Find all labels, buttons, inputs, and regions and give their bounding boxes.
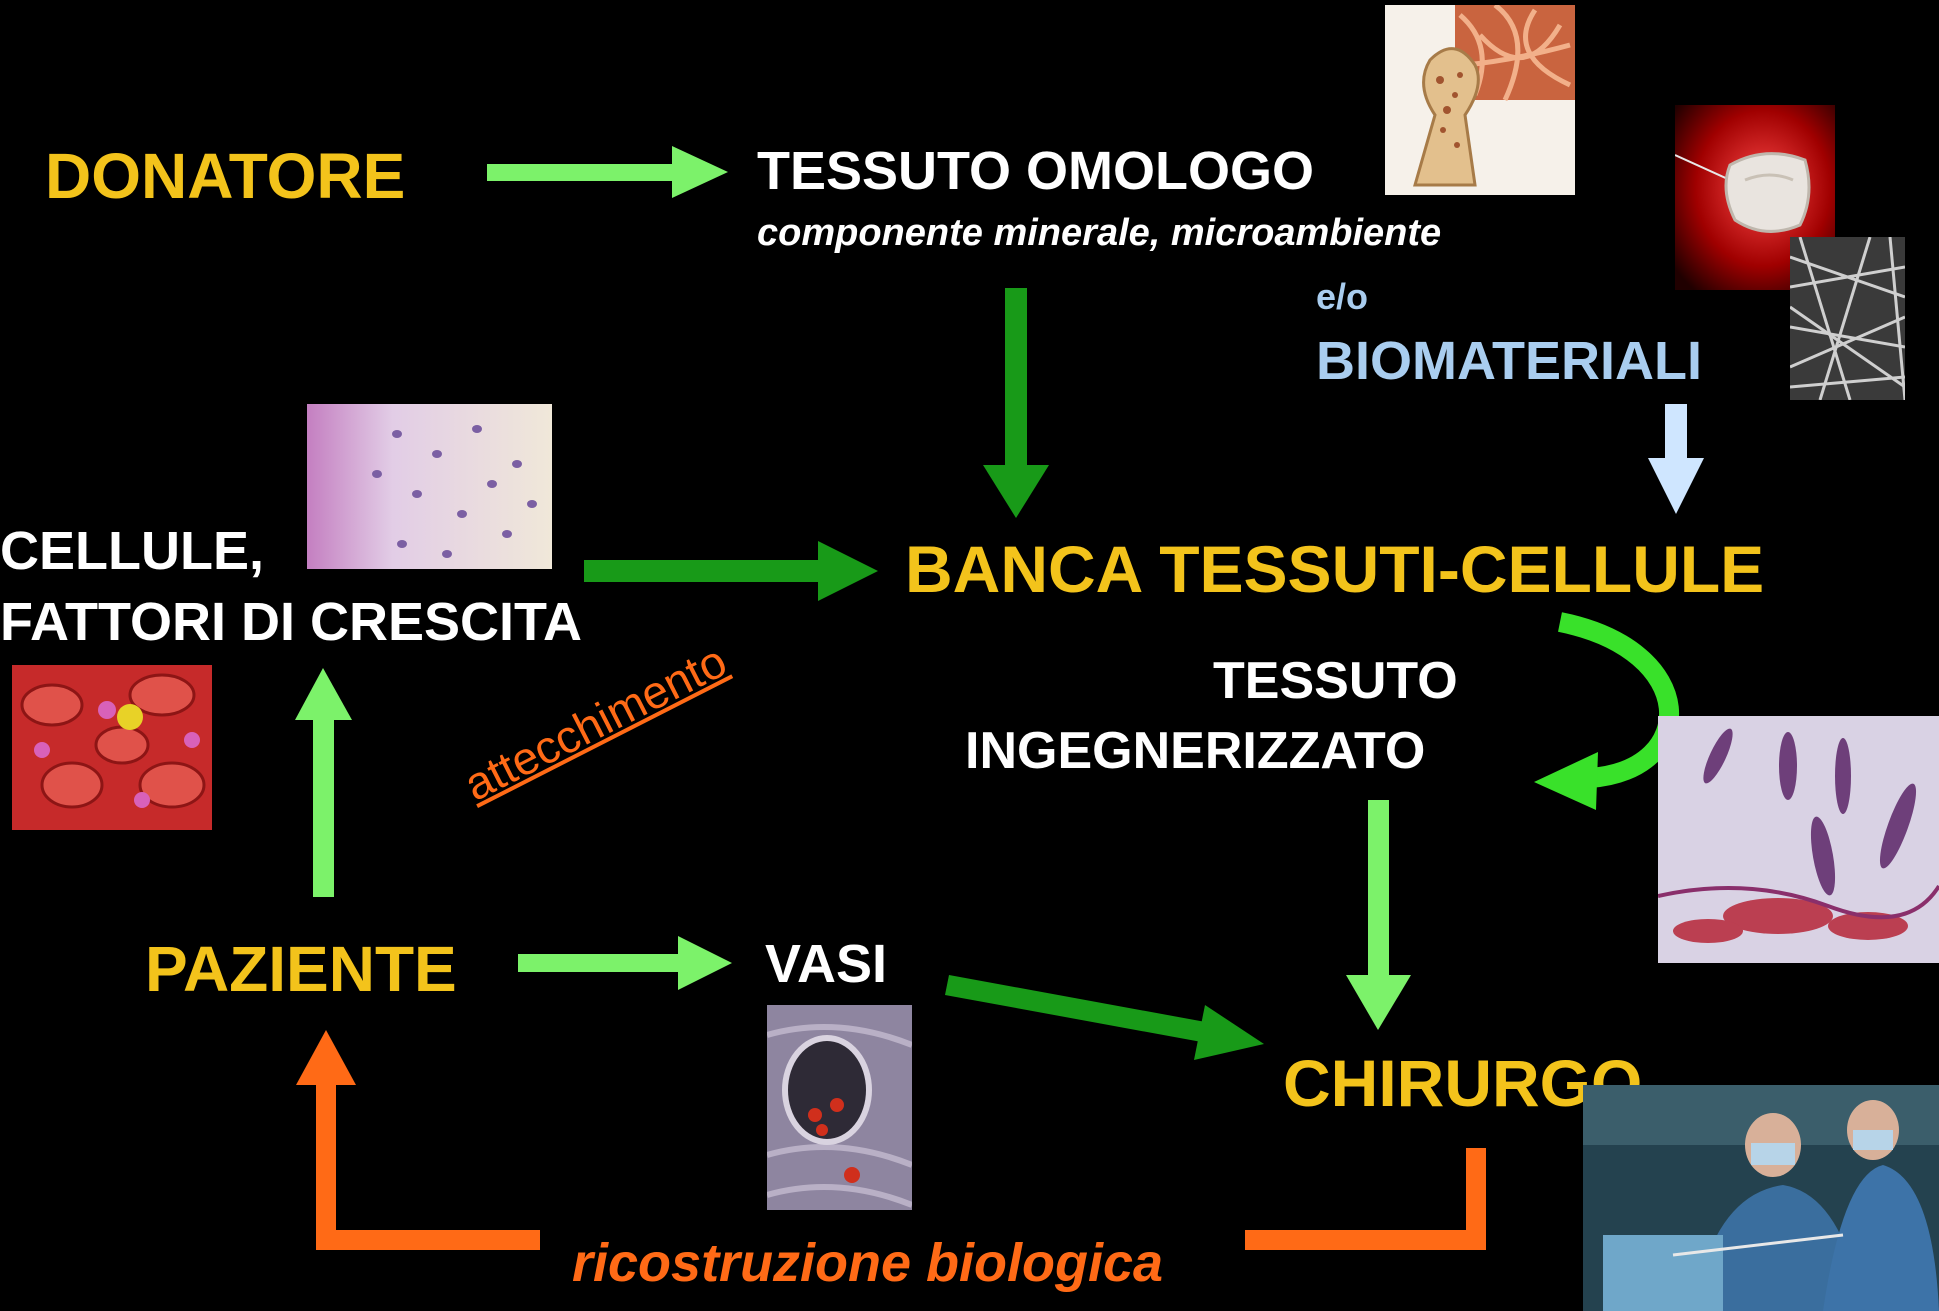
arrow-cellule-to-banca bbox=[584, 541, 878, 601]
surgeons-photo bbox=[1583, 1085, 1939, 1311]
arrow-banca-to-tessuto-ingegnerizzato bbox=[1534, 612, 1679, 810]
chirurgo-label: CHIRURGO bbox=[1283, 1046, 1643, 1120]
fattori-crescita-label: FATTORI DI CRESCITA bbox=[0, 592, 583, 652]
eo-label: e/o bbox=[1316, 276, 1369, 317]
blood-cells-image bbox=[12, 665, 212, 830]
engineered-tissue-histology-image bbox=[1658, 716, 1939, 963]
fiber-mesh-image bbox=[1790, 237, 1905, 400]
biomateriali-label: BIOMATERIALI bbox=[1316, 331, 1702, 391]
arrow-chirurgo-to-paziente bbox=[296, 1030, 1486, 1250]
blood-vessel-image bbox=[767, 1005, 912, 1210]
cellule-label: CELLULE, bbox=[0, 521, 264, 581]
donatore-label: DONATORE bbox=[45, 140, 406, 212]
vasi-label: VASI bbox=[765, 934, 888, 994]
arrow-paziente-to-cellule bbox=[295, 668, 352, 897]
arrow-tessuto-ingegnerizzato-to-chirurgo bbox=[1346, 800, 1411, 1030]
arrow-paziente-to-vasi bbox=[518, 936, 732, 990]
arrow-donatore-to-tessuto-omologo bbox=[487, 146, 728, 198]
tessuto-omologo-label: TESSUTO OMOLOGO bbox=[757, 141, 1315, 201]
paziente-label: PAZIENTE bbox=[145, 933, 457, 1005]
arrow-biomateriali-to-banca bbox=[1648, 404, 1704, 514]
femur-bone-image bbox=[1385, 5, 1575, 195]
ricostruzione-biologica-label: ricostruzione biologica bbox=[572, 1233, 1164, 1293]
arrow-vasi-to-chirurgo bbox=[945, 975, 1264, 1060]
cartilage-histology-image bbox=[307, 404, 552, 569]
tessuto-omologo-subtitle: componente minerale, microambiente bbox=[757, 212, 1442, 254]
banca-tessuti-cellule-label: BANCA TESSUTI-CELLULE bbox=[905, 532, 1765, 606]
ingegnerizzato-label: INGEGNERIZZATO bbox=[965, 722, 1426, 780]
arrow-tessuto-omologo-to-banca bbox=[983, 288, 1049, 518]
tessuto-label: TESSUTO bbox=[1213, 652, 1458, 710]
